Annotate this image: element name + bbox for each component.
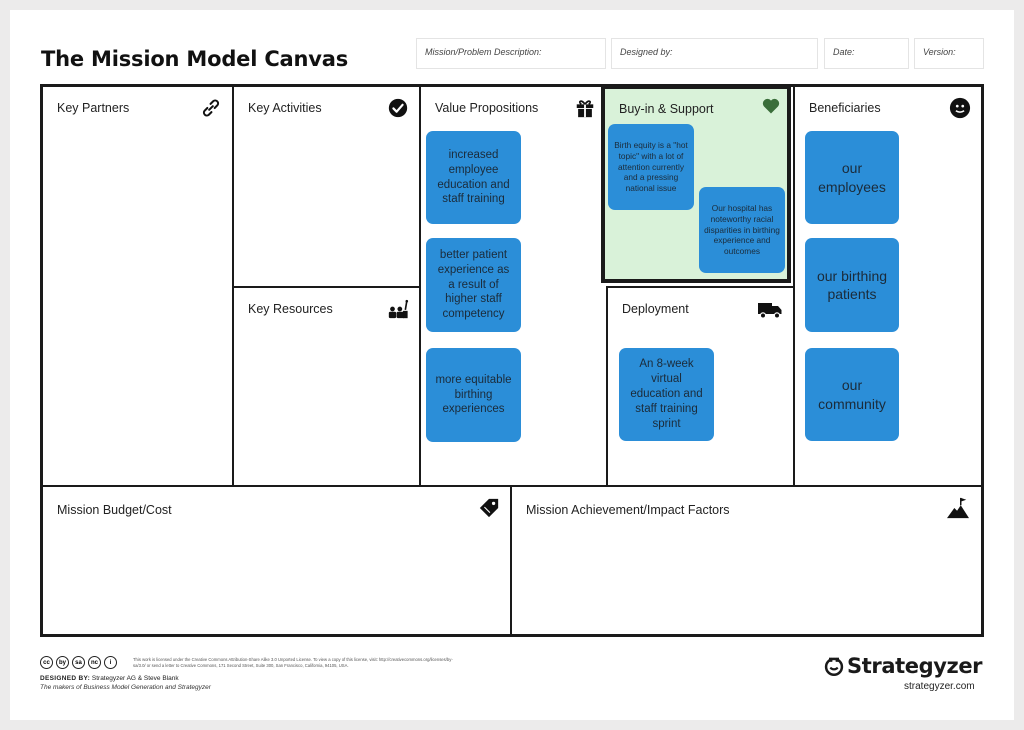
link-icon (202, 99, 220, 117)
mountain-flag-icon (947, 497, 969, 519)
beneficiaries-block[interactable]: Beneficiaries (793, 87, 981, 485)
sticky-note[interactable]: our employees (805, 131, 899, 224)
creative-commons-icons: cc by sa nc i (40, 656, 117, 669)
sticky-note[interactable]: better patient experience as a result of… (426, 238, 521, 332)
designed-by-field[interactable]: Designed by: (611, 38, 818, 69)
cc-icon: cc (40, 656, 53, 669)
designed-by-credit: DESIGNED BY: Strategyzer AG & Steve Blan… (40, 675, 179, 682)
brand-name: Strategyzer (847, 654, 983, 678)
sticky-note[interactable]: our birthing patients (805, 238, 899, 332)
price-tag-icon (479, 498, 499, 518)
mission-achievement-block[interactable]: Mission Achievement/Impact Factors (510, 485, 981, 634)
key-partners-label: Key Partners (57, 101, 130, 115)
license-text: This work is licensed under the Creative… (133, 657, 453, 668)
tagline: The makers of Business Model Generation … (40, 684, 211, 691)
workers-icon (388, 299, 409, 319)
share-alike-icon: sa (72, 656, 85, 669)
sticky-note[interactable]: our community (805, 348, 899, 441)
attribution-icon: by (56, 656, 69, 669)
version-label: Version: (923, 47, 956, 57)
deployment-label: Deployment (622, 302, 689, 316)
key-resources-block[interactable]: Key Resources (232, 286, 419, 485)
mission-budget-block[interactable]: Mission Budget/Cost (43, 485, 510, 634)
strategyzer-logo: Strategyzer (824, 654, 983, 678)
date-field[interactable]: Date: (824, 38, 909, 69)
beneficiaries-label: Beneficiaries (809, 101, 881, 115)
designed-by-credit-value: Strategyzer AG & Steve Blank (91, 675, 179, 682)
key-activities-label: Key Activities (248, 101, 322, 115)
info-icon: i (104, 656, 117, 669)
strategyzer-logo-icon (824, 657, 844, 676)
mission-achievement-label: Mission Achievement/Impact Factors (526, 503, 730, 517)
sticky-note[interactable]: An 8-week virtual education and staff tr… (619, 348, 714, 441)
noncommercial-icon: nc (88, 656, 101, 669)
key-resources-label: Key Resources (248, 302, 333, 316)
designed-by-label: Designed by: (620, 47, 673, 57)
key-activities-block[interactable]: Key Activities (232, 87, 419, 286)
mission-description-field[interactable]: Mission/Problem Description: (416, 38, 606, 69)
key-partners-block[interactable]: Key Partners (43, 87, 232, 485)
mission-budget-label: Mission Budget/Cost (57, 503, 172, 517)
face-icon (949, 97, 971, 119)
version-field[interactable]: Version: (914, 38, 984, 69)
truck-icon (758, 303, 782, 319)
gift-icon (576, 100, 594, 118)
checkmark-icon (388, 98, 408, 118)
brand-url[interactable]: strategyzer.com (904, 681, 975, 692)
designed-by-credit-label: DESIGNED BY: (40, 675, 91, 682)
deployment-block[interactable]: Deployment (606, 286, 793, 485)
sticky-note[interactable]: Birth equity is a "hot topic" with a lot… (608, 124, 694, 210)
date-label: Date: (833, 47, 855, 57)
value-propositions-label: Value Propositions (435, 101, 539, 115)
buy-in-support-label: Buy-in & Support (619, 102, 714, 116)
mission-description-label: Mission/Problem Description: (425, 47, 542, 57)
value-propositions-block[interactable]: Value Propositions (419, 87, 606, 485)
sticky-note[interactable]: increased employee education and staff t… (426, 131, 521, 224)
heart-icon (762, 98, 780, 114)
sticky-note[interactable]: Our hospital has noteworthy racial dispa… (699, 187, 785, 273)
sticky-note[interactable]: more equitable birthing experiences (426, 348, 521, 442)
page-title: The Mission Model Canvas (41, 47, 349, 71)
